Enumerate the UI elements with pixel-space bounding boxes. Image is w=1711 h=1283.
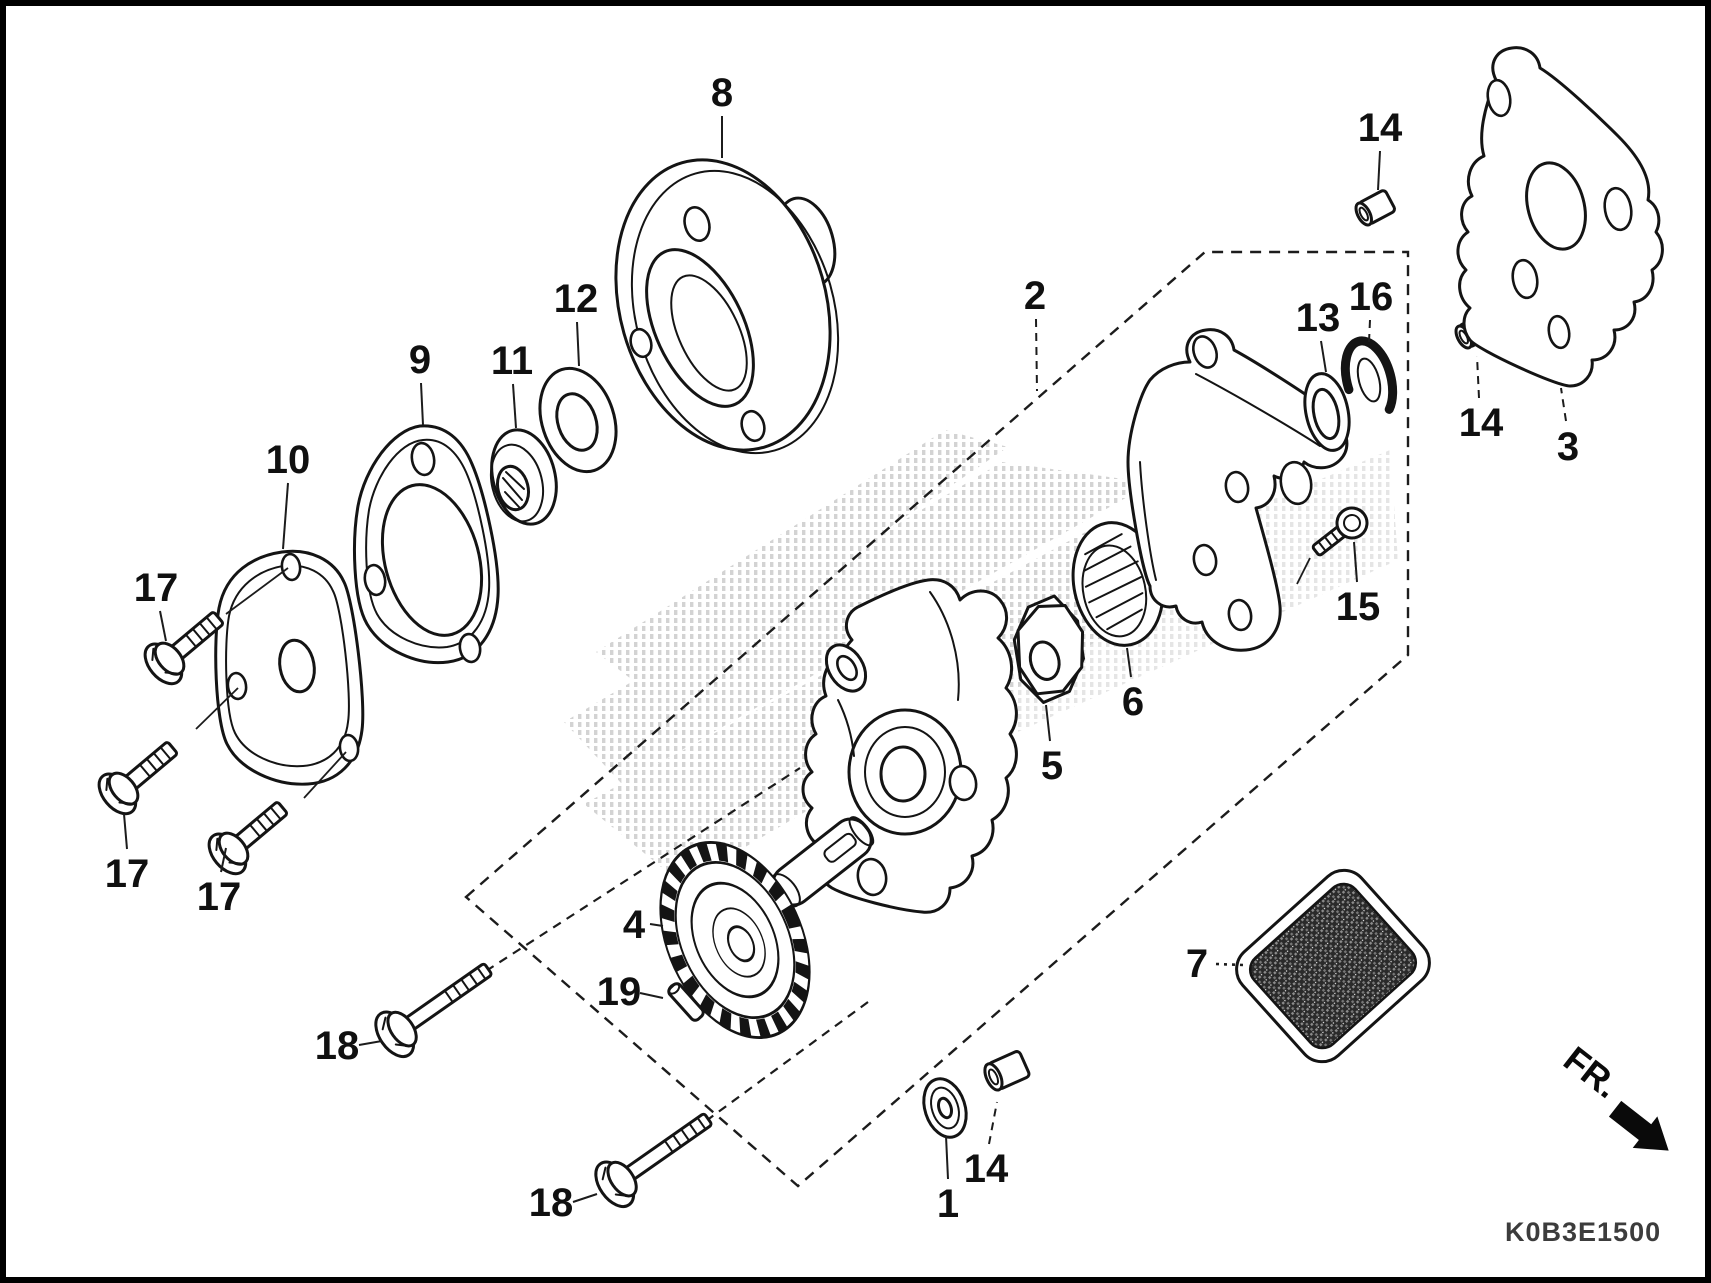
sealing-washer-1 (922, 1077, 968, 1139)
callout-part-4-15: 4 (623, 903, 646, 947)
assembly-link-lines (195, 557, 1311, 799)
leader-part-11-7 (512, 383, 517, 429)
flange-bolt-17-b (97, 741, 178, 816)
leader-part-19-18 (639, 992, 664, 999)
leader-part-14-1 (1377, 150, 1381, 191)
collar-pin-14-a (1354, 189, 1396, 227)
washer-13 (1303, 372, 1351, 452)
leader-part-5-14 (1045, 704, 1051, 742)
leader-part-18-20 (572, 1193, 598, 1203)
e-clip-16 (1340, 336, 1398, 424)
leader-part-6-13 (1126, 647, 1132, 678)
flange-bolt-18-b (594, 1112, 713, 1209)
callout-part-17-16: 17 (105, 852, 150, 896)
pump-drive-plate (614, 158, 840, 455)
pump-bracket-plate (1126, 328, 1349, 652)
callout-part-18-19: 18 (315, 1024, 360, 1068)
callout-part-3-8: 3 (1557, 425, 1579, 469)
leader-part-15-12 (1353, 541, 1358, 583)
part-link-line-3 (303, 751, 347, 799)
pump-cover-gasket-9 (353, 424, 500, 665)
leader-part-12-3 (576, 321, 580, 367)
leader-part-4-15 (649, 923, 664, 927)
flange-bolt-17-c (207, 801, 288, 876)
callout-part-6-13: 6 (1122, 680, 1144, 724)
leader-part-18-19 (358, 1040, 383, 1046)
thrust-washer-12 (538, 366, 618, 474)
leader-part-16-4 (1368, 319, 1371, 343)
callout-part-15-12: 15 (1336, 585, 1381, 629)
assembly-2-dashed-boundary (464, 250, 1410, 1188)
oil-strainer-screen-7 (1235, 868, 1431, 1064)
leader-part-13-5 (1320, 340, 1327, 373)
callout-part-17-11: 17 (134, 566, 179, 610)
leader-part-17-17 (220, 847, 227, 873)
pump-cover-plate-10 (214, 549, 365, 786)
leader-part-17-11 (159, 610, 167, 642)
oil-pump-driven-gear-4 (659, 841, 811, 1039)
pan-screw-15 (1311, 506, 1369, 557)
assembly-boundary (464, 250, 1410, 1188)
dowel-pin-19 (667, 982, 705, 1022)
callout-part-16-4: 16 (1349, 275, 1394, 319)
bolt-fit-line-1 (485, 767, 801, 972)
leader-part-14-9 (1476, 355, 1480, 399)
diagram-code: K0B3E1500 (1505, 1217, 1661, 1247)
callout-part-14-22: 14 (964, 1147, 1009, 1191)
callout-part-17-17: 17 (197, 875, 242, 919)
callout-part-18-20: 18 (529, 1181, 574, 1225)
leader-part-3-8 (1560, 387, 1567, 422)
callout-part-14-9: 14 (1459, 401, 1504, 445)
flange-nut-11 (489, 428, 558, 526)
flange-bolt-18-a (374, 962, 493, 1059)
leader-part-1-21 (945, 1135, 949, 1180)
leader-part-17-16 (123, 813, 128, 850)
callout-part-5-14: 5 (1041, 744, 1063, 788)
part-link-line-2 (195, 687, 239, 730)
callout-part-19-18: 19 (597, 970, 642, 1014)
callout-part-11-7: 11 (491, 339, 533, 383)
callout-part-13-5: 13 (1296, 296, 1341, 340)
leader-part-14-22 (988, 1101, 998, 1145)
callout-part-12-3: 12 (554, 277, 599, 321)
part-link-line-1 (225, 567, 289, 615)
part-link-line-4 (1296, 557, 1311, 585)
callout-part-1-21: 1 (937, 1182, 959, 1226)
callout-part-9-6: 9 (409, 338, 431, 382)
mount-gasket-3 (1456, 46, 1664, 388)
callout-part-14-1: 14 (1358, 106, 1403, 150)
callout-part-10-10: 10 (266, 438, 311, 482)
leader-part-2-2 (1035, 318, 1038, 392)
leader-part-10-10 (282, 482, 289, 550)
leader-part-9-6 (420, 382, 424, 426)
callout-part-2-2: 2 (1024, 274, 1046, 318)
collar-pin-14-c (983, 1050, 1031, 1092)
bolt-fit-line-2 (705, 1001, 869, 1122)
callout-part-8-0: 8 (711, 71, 733, 115)
arrowhead (1608, 1100, 1669, 1151)
callout-part-7-23: 7 (1186, 942, 1208, 986)
flange-bolt-17-a (143, 611, 224, 686)
inner-rotor-5 (1012, 594, 1086, 704)
